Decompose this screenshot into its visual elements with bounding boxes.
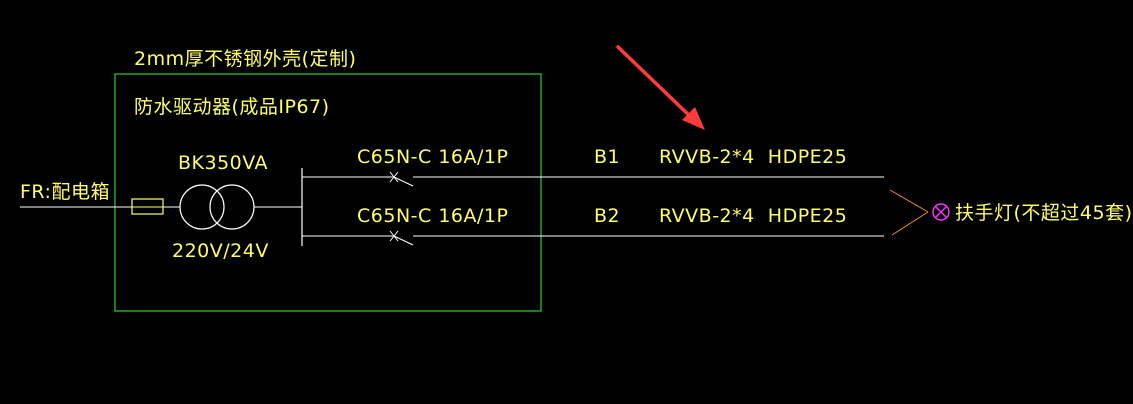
transformer-ratio-label: 220V/24V bbox=[172, 240, 269, 262]
breaker-contact-icon bbox=[389, 171, 399, 183]
lamp-symbol-icon bbox=[932, 203, 950, 221]
cable-spec-label: RVVB-2*4 HDPE25 bbox=[659, 146, 848, 168]
circuit-id-label: B2 bbox=[594, 205, 621, 227]
enclosure-box bbox=[114, 73, 542, 312]
red-arrow-icon bbox=[616, 45, 705, 130]
feeder-fan-lines bbox=[889, 189, 929, 236]
breaker-label: C65N-C 16A/1P bbox=[357, 146, 509, 168]
breaker-label: C65N-C 16A/1P bbox=[357, 205, 509, 227]
load-label: 扶手灯(不超过45套) bbox=[955, 202, 1133, 224]
transformer-symbol-icon bbox=[179, 184, 255, 230]
cable-spec-label: RVVB-2*4 HDPE25 bbox=[659, 205, 848, 227]
circuit-b1-wiring bbox=[302, 176, 884, 187]
fuse-symbol-icon bbox=[131, 198, 164, 215]
transformer-model-label: BK350VA bbox=[178, 152, 269, 174]
source-label: FR:配电箱 bbox=[20, 181, 110, 203]
driver-label: 防水驱动器(成品IP67) bbox=[134, 96, 330, 118]
breaker-contact-icon bbox=[389, 230, 399, 242]
circuit-id-label: B1 bbox=[594, 146, 621, 168]
enclosure-title: 2mm厚不锈钢外壳(定制) bbox=[134, 48, 357, 70]
circuit-b2-wiring bbox=[302, 235, 884, 246]
